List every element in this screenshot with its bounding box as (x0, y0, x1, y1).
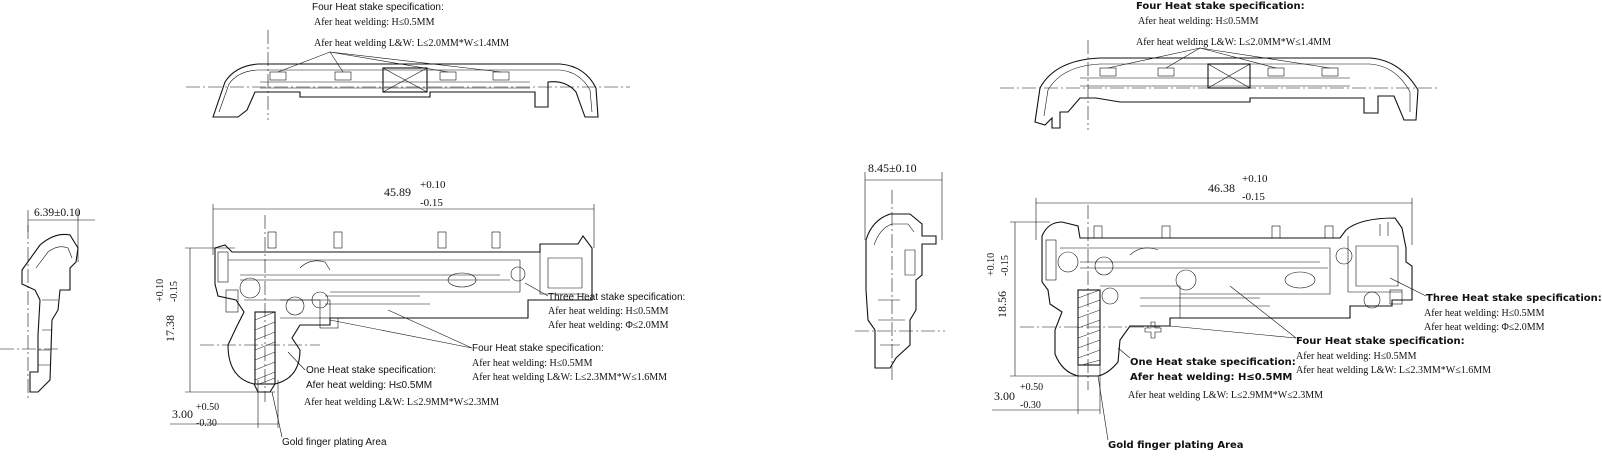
right-side-view: 8.45±0.10 (855, 161, 945, 380)
four-stake-title: Four Heat stake specification: (1296, 336, 1465, 347)
width-dimension-lower: -0.15 (420, 197, 443, 209)
four-stake-size: Afer heat welding L&W: L≤2.3MM*W≤1.6MM (472, 372, 667, 383)
finger-dimension-lower: -0.30 (196, 418, 217, 429)
width-dimension-lower: -0.15 (1242, 191, 1265, 203)
left-side-view: 6.39±0.10 (0, 207, 95, 400)
three-stake-height: Afer heat welding: H≤0.5MM (548, 306, 669, 317)
top-view-stake-size: Afer heat welding L&W: L≤2.0MM*W≤1.4MM (1136, 37, 1331, 48)
finger-dimension-lower: -0.30 (1020, 400, 1041, 411)
height-dimension-lower: -0.15 (169, 281, 180, 302)
width-dimension-upper: +0.10 (420, 179, 446, 191)
side-thickness-dimension: 8.45±0.10 (868, 161, 917, 175)
right-drawing: Four Heat stake specification: Afer heat… (855, 1, 1602, 451)
four-stake-title: Four Heat stake specification: (472, 343, 604, 354)
side-thickness-dimension: 6.39±0.10 (34, 207, 81, 219)
width-dimension-base: 45.89 (384, 185, 411, 199)
gold-finger-label: Gold finger plating Area (282, 437, 387, 448)
one-stake-height: Afer heat welding: H≤0.5MM (306, 380, 432, 391)
width-dimension-base: 46.38 (1208, 181, 1235, 195)
gold-finger-label: Gold finger plating Area (1108, 440, 1244, 451)
height-dimension-lower: -0.15 (1000, 255, 1011, 276)
three-stake-diameter: Afer heat welding: Φ≤2.0MM (548, 320, 669, 331)
height-dimension-base: 18.56 (995, 291, 1009, 318)
one-stake-height: Afer heat welding: H≤0.5MM (1130, 372, 1292, 383)
one-stake-title: One Heat stake specification: (1130, 357, 1296, 368)
top-view-stake-height: Afer heat welding: H≤0.5MM (1138, 16, 1259, 27)
top-view-stake-title: Four Heat stake specification: (1136, 1, 1305, 12)
right-top-view: Four Heat stake specification: Afer heat… (1000, 1, 1440, 130)
three-stake-diameter: Afer heat welding: Φ≤2.0MM (1424, 322, 1545, 333)
width-dimension-upper: +0.10 (1242, 173, 1268, 185)
height-dimension-upper: +0.10 (155, 279, 166, 302)
top-view-stake-height: Afer heat welding: H≤0.5MM (314, 17, 435, 28)
left-front-view: 45.89 +0.10 -0.15 17.38 +0.10 -0.15 3.00… (155, 179, 685, 448)
three-stake-height: Afer heat welding: H≤0.5MM (1424, 308, 1545, 319)
four-stake-height: Afer heat welding: H≤0.5MM (472, 358, 593, 369)
one-stake-size: Afer heat welding L&W: L≤2.9MM*W≤2.3MM (304, 397, 499, 408)
one-stake-size: Afer heat welding L&W: L≤2.9MM*W≤2.3MM (1128, 390, 1323, 401)
finger-dimension-upper: +0.50 (1020, 382, 1043, 393)
left-drawing: Four Heat stake specification: Afer heat… (0, 2, 685, 448)
three-stake-title: Three Heat stake specification: (1426, 293, 1602, 304)
height-dimension-base: 17.38 (163, 315, 177, 342)
four-stake-height: Afer heat welding: H≤0.5MM (1296, 351, 1417, 362)
top-view-stake-size: Afer heat welding L&W: L≤2.0MM*W≤1.4MM (314, 38, 509, 49)
finger-dimension-upper: +0.50 (196, 402, 219, 413)
right-front-view: 46.38 +0.10 -0.15 18.56 +0.10 -0.15 3.00… (986, 173, 1602, 451)
one-stake-title: One Heat stake specification: (306, 365, 436, 376)
finger-dimension-base: 3.00 (172, 407, 193, 421)
left-top-view: Four Heat stake specification: Afer heat… (186, 2, 630, 120)
top-view-stake-title: Four Heat stake specification: (312, 2, 444, 13)
four-stake-size: Afer heat welding L&W: L≤2.3MM*W≤1.6MM (1296, 365, 1491, 376)
finger-dimension-base: 3.00 (994, 389, 1015, 403)
three-stake-title: Three Heat stake specification: (548, 292, 685, 303)
height-dimension-upper: +0.10 (986, 253, 997, 276)
